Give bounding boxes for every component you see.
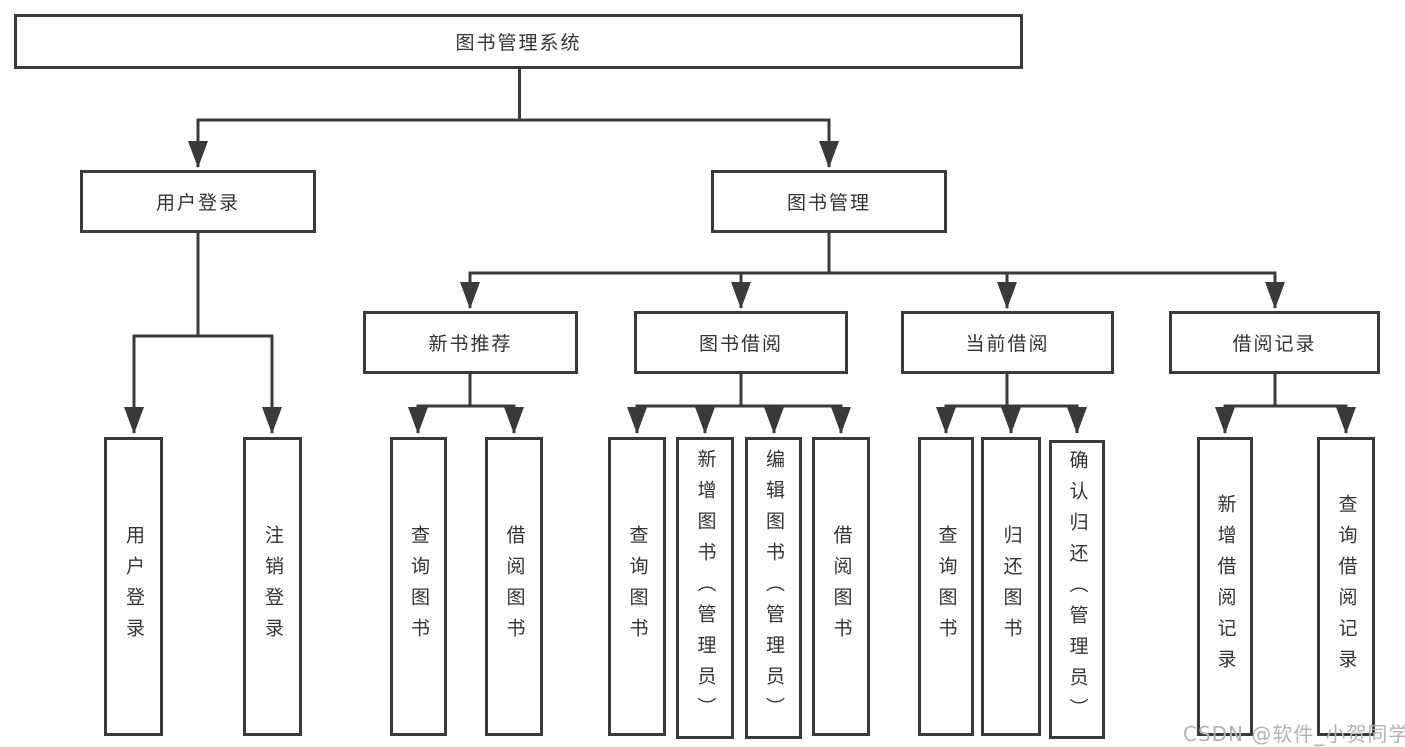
leaf-records-query-record-label: 查询借阅记录 (1335, 493, 1358, 680)
leaf-borrow-edit-books: 编辑图书（管理员） (745, 437, 802, 739)
leaf-newbook-query-books: 查询图书 (390, 437, 447, 736)
leaf-records-add-record-label: 新增借阅记录 (1214, 493, 1237, 680)
leaf-borrow-query-books-label: 查询图书 (626, 524, 649, 649)
leaf-current-return-books: 归还图书 (981, 437, 1041, 736)
leaf-borrow-add-books-label: 新增图书（管理员） (694, 448, 717, 728)
leaf-logout: 注销登录 (243, 437, 302, 736)
leaf-current-confirm-return: 确认归还（管理员） (1049, 440, 1105, 739)
leaf-user-login-label: 用户登录 (123, 524, 145, 649)
node-book-management: 图书管理 (711, 170, 947, 233)
node-current-borrow: 当前借阅 (901, 311, 1114, 374)
node-borrow-records: 借阅记录 (1169, 311, 1380, 374)
node-book-borrow-label: 图书借阅 (698, 333, 783, 355)
leaf-newbook-query-books-label: 查询图书 (408, 524, 430, 649)
leaf-borrow-borrow-books: 借阅图书 (812, 437, 870, 736)
node-book-borrow: 图书借阅 (634, 311, 848, 374)
node-new-book-recommend: 新书推荐 (363, 311, 578, 374)
leaf-newbook-borrow-books: 借阅图书 (485, 437, 543, 736)
node-root: 图书管理系统 (14, 14, 1023, 69)
leaf-records-add-record: 新增借阅记录 (1197, 437, 1253, 736)
node-user-login-label: 用户登录 (155, 192, 240, 214)
leaf-borrow-edit-books-label: 编辑图书（管理员） (763, 448, 785, 728)
leaf-current-query-books-label: 查询图书 (935, 524, 958, 649)
leaf-current-return-books-label: 归还图书 (1000, 524, 1023, 649)
leaf-user-login: 用户登录 (104, 437, 163, 736)
node-root-label: 图书管理系统 (455, 32, 582, 54)
leaf-logout-label: 注销登录 (262, 524, 284, 649)
leaf-current-confirm-return-label: 确认归还（管理员） (1066, 450, 1089, 729)
node-borrow-records-label: 借阅记录 (1232, 333, 1317, 355)
node-book-management-label: 图书管理 (786, 192, 871, 214)
node-current-borrow-label: 当前借阅 (965, 333, 1050, 355)
leaf-borrow-query-books: 查询图书 (608, 437, 666, 736)
leaf-records-query-record: 查询借阅记录 (1317, 437, 1375, 736)
node-user-login: 用户登录 (80, 170, 316, 233)
watermark: CSDN @软件_小贺同学 (1183, 722, 1405, 746)
leaf-current-query-books: 查询图书 (918, 437, 974, 736)
leaf-newbook-borrow-books-label: 借阅图书 (503, 524, 526, 649)
leaf-borrow-add-books: 新增图书（管理员） (676, 437, 734, 739)
leaf-borrow-borrow-books-label: 借阅图书 (830, 524, 853, 649)
node-new-book-recommend-label: 新书推荐 (428, 333, 513, 355)
